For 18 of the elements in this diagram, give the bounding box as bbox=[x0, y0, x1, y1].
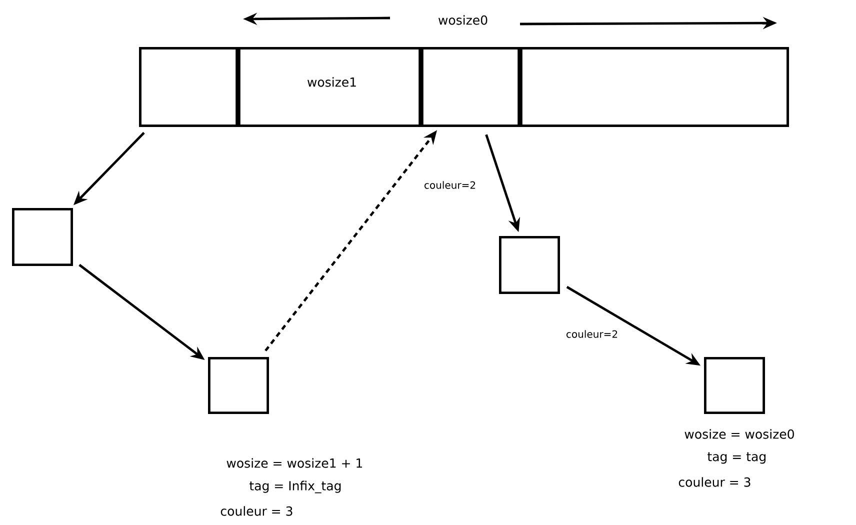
cell bbox=[238, 47, 421, 127]
cell bbox=[139, 47, 238, 127]
cell bbox=[421, 47, 520, 127]
assignment-text: couleur = 3 bbox=[678, 477, 750, 487]
box bbox=[704, 357, 765, 414]
edge-label: couleur=2 bbox=[566, 330, 618, 338]
box bbox=[208, 357, 269, 414]
assignment-text: tag = tag bbox=[708, 452, 766, 464]
box bbox=[12, 208, 73, 266]
assignment-text: wosize = wosize0 bbox=[684, 429, 794, 439]
assignment-text: couleur = 3 bbox=[220, 506, 292, 516]
assignment-text: wosize = wosize1 + 1 bbox=[226, 458, 362, 468]
cell-label: wosize1 bbox=[308, 77, 356, 87]
dimension-label: wosize0 bbox=[438, 15, 488, 25]
assignment-text: tag = Infix_tag bbox=[250, 480, 341, 494]
box bbox=[499, 236, 560, 294]
edge-label: couleur=2 bbox=[424, 181, 476, 189]
cell bbox=[520, 47, 789, 127]
